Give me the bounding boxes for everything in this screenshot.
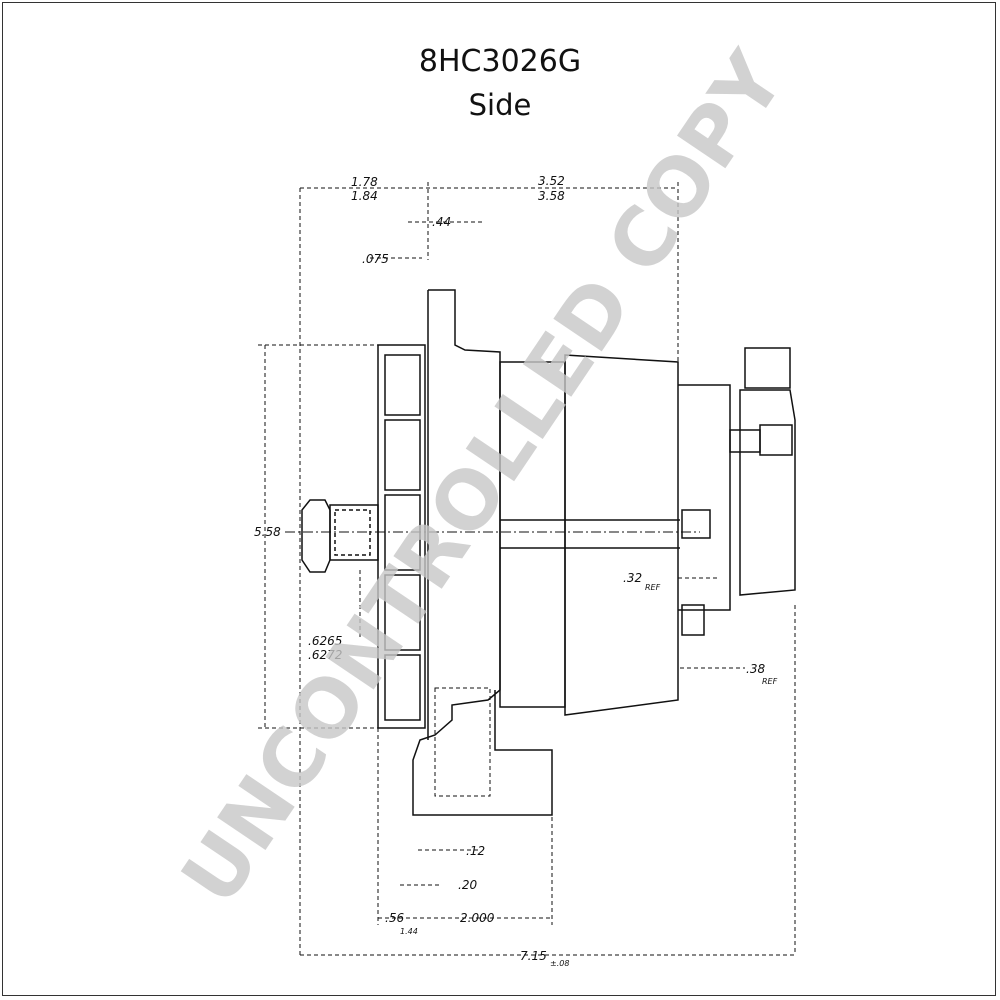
dim-12: .12 (466, 844, 485, 858)
dim-38-ref: REF (762, 677, 778, 686)
dim-32-ref: REF (645, 583, 661, 592)
drawing-lines (258, 182, 796, 956)
model-title: 8HC3026G (418, 44, 582, 79)
dim-352: 3.52 (538, 174, 565, 188)
dim-38: .38 (746, 662, 765, 676)
dim-44: .44 (432, 215, 451, 229)
dim-6265: .6265 (308, 634, 342, 648)
dim-558: 5.58 (254, 525, 281, 539)
dim-56: .56 (385, 911, 404, 925)
dim-075: .075 (362, 252, 389, 266)
dim-32: .32 (623, 571, 642, 585)
dim-184: 1.84 (351, 189, 378, 203)
dim-2000: 2.000 (460, 911, 495, 925)
dim-358: 3.58 (538, 189, 565, 203)
dim-6272: .6272 (308, 648, 342, 662)
dim-715: 7.15 (520, 949, 547, 963)
view-title: Side (468, 88, 532, 122)
dim-178: 1.78 (351, 175, 378, 189)
watermark-text: UNCONTROLLED COPY (164, 35, 803, 920)
dim-144: 1.44 (400, 927, 418, 936)
dim-20: .20 (458, 878, 477, 892)
dim-715-tol: ±.08 (550, 959, 569, 968)
